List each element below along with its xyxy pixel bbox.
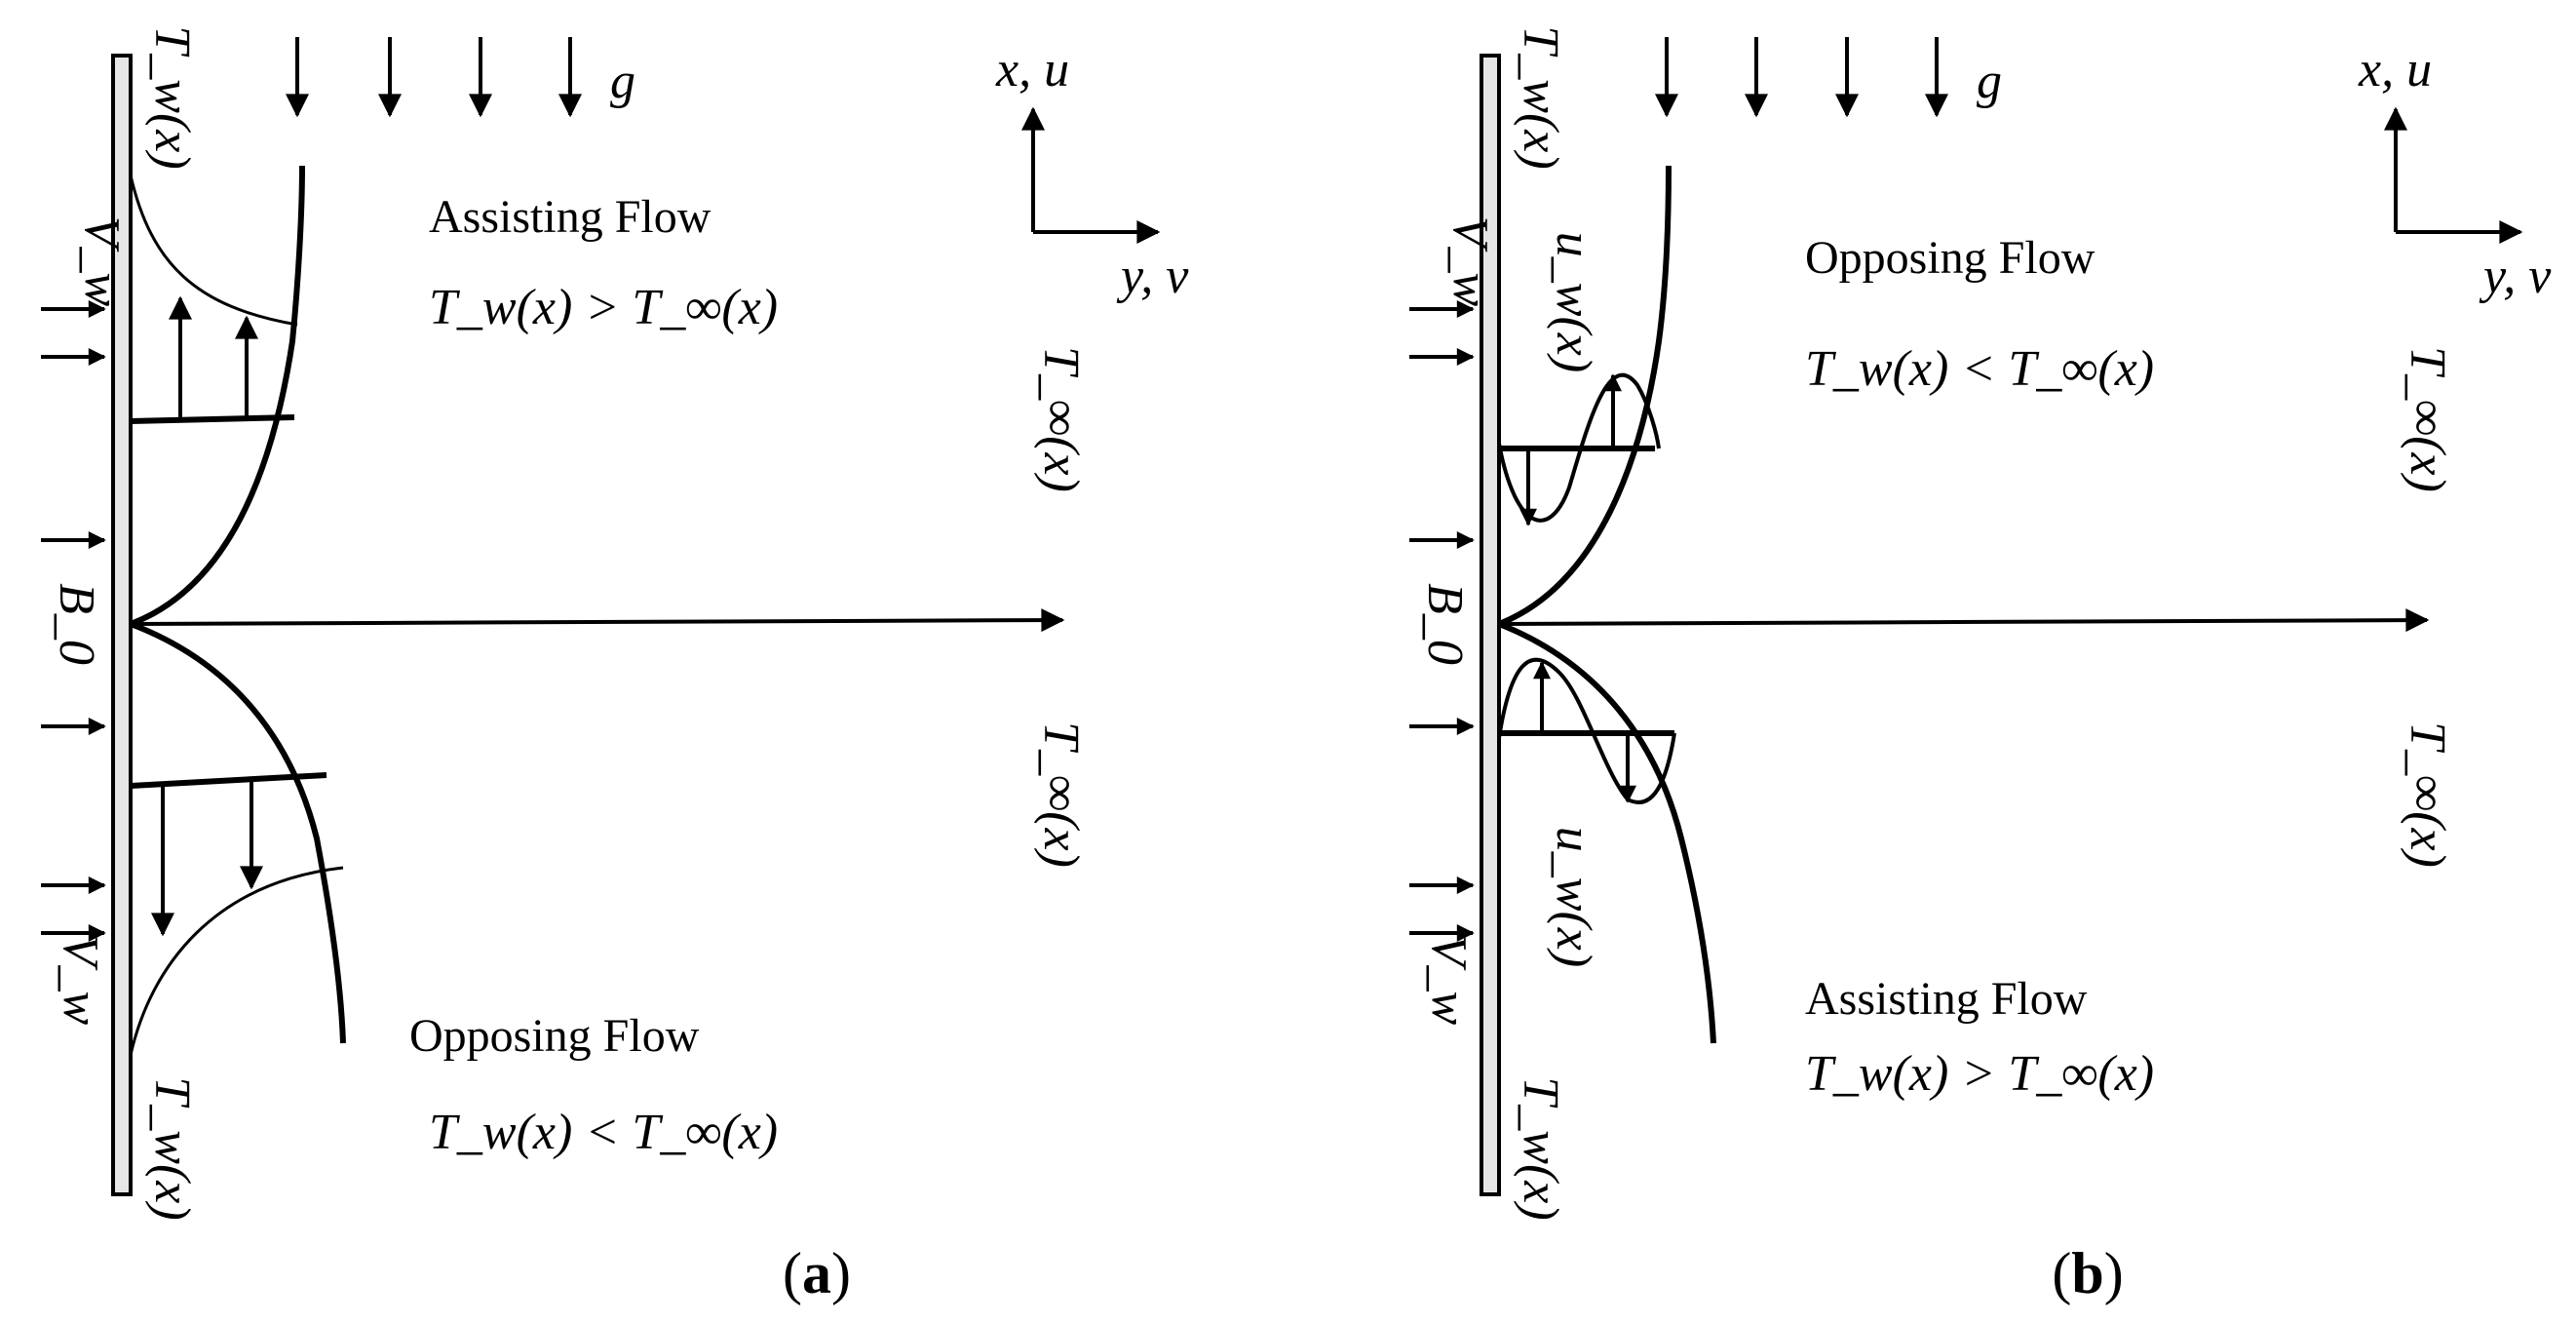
velocity-profile-lower xyxy=(1497,657,1676,804)
velocity-profile-upper xyxy=(130,295,295,424)
panel-a: g x, u y, v xyxy=(41,25,1189,1305)
assisting-flow-condition: T_w(x) > T_∞(x) xyxy=(429,280,778,335)
opposing-flow-condition: T_w(x) < T_∞(x) xyxy=(1805,341,2154,397)
wall-temp-label-bottom: T_w(x) xyxy=(1513,1076,1568,1220)
gravity-arrows xyxy=(1655,37,1948,118)
opposing-flow-title: Opposing Flow xyxy=(1805,232,2095,284)
wall-velocity-label-lower: u_w(x) xyxy=(1546,827,1601,967)
suction-arrows xyxy=(1409,300,1475,942)
velocity-profile-lower xyxy=(130,772,327,937)
axis-x-label: x, u xyxy=(2358,42,2432,97)
suction-label-bottom: V_w xyxy=(1421,935,1477,1026)
panel-a-caption: (a) xyxy=(783,1241,851,1305)
ambient-temp-label-upper: T_∞(x) xyxy=(1033,346,1089,492)
gravity-label: g xyxy=(1977,54,2002,109)
opposing-flow-title: Opposing Flow xyxy=(409,1010,700,1062)
coordinate-axes xyxy=(1021,106,1161,244)
panel-b-caption: (b) xyxy=(2052,1241,2123,1305)
suction-label-top: V_w xyxy=(74,216,130,307)
suction-label-bottom: V_w xyxy=(53,935,108,1026)
suction-label-top: V_w xyxy=(1442,216,1498,307)
gravity-label: g xyxy=(610,54,635,109)
magnetic-field-label: B_0 xyxy=(49,583,104,665)
axis-x-label: x, u xyxy=(995,42,1069,97)
boundary-layer-curves xyxy=(129,165,346,1056)
wall-temp-label-bottom: T_w(x) xyxy=(144,1076,200,1220)
axis-y-label: y, v xyxy=(1116,249,1189,304)
stagnation-line xyxy=(1498,608,2430,633)
ambient-temp-label-lower: T_∞(x) xyxy=(1033,721,1089,868)
magnetic-field-label: B_0 xyxy=(1417,583,1473,665)
wall-velocity-label-upper: u_w(x) xyxy=(1546,232,1601,372)
boundary-layer-curves xyxy=(1497,165,1716,1044)
ambient-temp-label-lower: T_∞(x) xyxy=(2400,721,2455,868)
assisting-flow-title: Assisting Flow xyxy=(1805,973,2088,1025)
wall-temp-label-top: T_w(x) xyxy=(144,25,200,169)
panel-b: g x, u y, v xyxy=(1409,25,2552,1305)
stagnation-line xyxy=(130,608,1065,633)
opposing-flow-condition: T_w(x) < T_∞(x) xyxy=(429,1105,778,1160)
coordinate-axes xyxy=(2384,106,2523,244)
suction-arrows xyxy=(41,300,106,942)
wall-temp-label-top: T_w(x) xyxy=(1513,25,1568,169)
assisting-flow-title: Assisting Flow xyxy=(429,191,711,243)
velocity-profile-upper xyxy=(1497,372,1661,526)
gravity-arrows xyxy=(286,37,582,118)
axis-y-label: y, v xyxy=(2479,249,2552,304)
assisting-flow-condition: T_w(x) > T_∞(x) xyxy=(1805,1046,2154,1102)
ambient-temp-label-upper: T_∞(x) xyxy=(2400,346,2455,492)
